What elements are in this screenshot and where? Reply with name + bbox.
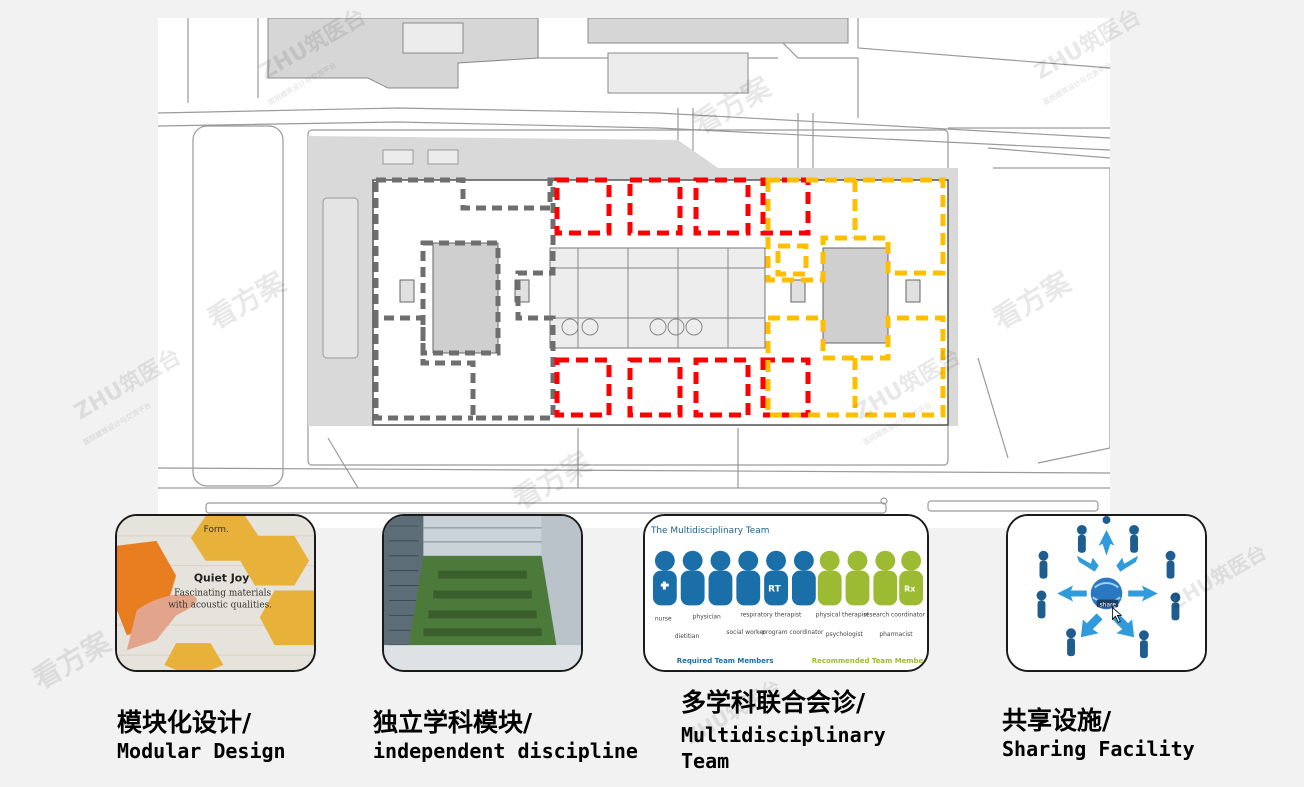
- watermark-text: 看方案: [27, 625, 117, 696]
- label-psychologist: psychologist: [826, 631, 864, 638]
- panel-subtitle-line1: Fascinating materials: [174, 588, 271, 598]
- modular-design-image: Form. Quiet Joy Fascinating materials wi…: [115, 514, 316, 672]
- label-social-worker: social worker: [726, 629, 766, 636]
- caption-independent-discipline: 独立学科模块/ independent discipline: [373, 708, 638, 764]
- caption-independent-discipline-zh: 独立学科模块/: [373, 708, 533, 737]
- caption-independent-discipline-en: independent discipline: [373, 739, 638, 763]
- caption-sharing-facility-en: Sharing Facility: [1002, 737, 1195, 761]
- label-pharmacist: pharmacist: [879, 631, 913, 638]
- watermark-sub: 医院建筑设计与交流平台: [82, 400, 153, 446]
- label-physical-therapist: physical therapist: [816, 611, 870, 618]
- rx-icon-label: Rx: [904, 585, 915, 594]
- recommended-members-label: Recommended Team Members: [812, 657, 927, 665]
- rt-icon-label: RT: [768, 585, 781, 595]
- label-physician: physician: [693, 613, 721, 620]
- caption-modular-design-zh: 模块化设计/: [117, 708, 252, 737]
- caption-multidisciplinary-team-en1: Multidisciplinary: [681, 723, 886, 747]
- caption-sharing-facility-zh: 共享设施/: [1002, 706, 1112, 735]
- panel-title-text: Quiet Joy: [194, 572, 249, 585]
- site-plan: [158, 18, 1110, 528]
- multidisciplinary-team-image: The Multidisciplinary Team RT Rx nurse p…: [643, 514, 929, 672]
- panel-brand-text: Form.: [204, 525, 229, 535]
- share-badge: share: [1100, 601, 1117, 608]
- caption-multidisciplinary-team-zh: 多学科联合会诊/: [681, 688, 866, 717]
- caption-modular-design-en: Modular Design: [117, 739, 286, 763]
- label-research-coordinator: research coordinator: [863, 611, 925, 618]
- caption-modular-design: 模块化设计/ Modular Design: [117, 708, 286, 764]
- cursor-hand-icon: [1112, 606, 1123, 623]
- required-members-label: Required Team Members: [677, 657, 774, 665]
- independent-discipline-image: [382, 514, 583, 672]
- panel-subtitle-line2: with acoustic qualities.: [168, 600, 272, 610]
- label-program-coordinator: program coordinator: [762, 629, 824, 636]
- caption-multidisciplinary-team-en2: Team: [681, 749, 730, 773]
- caption-sharing-facility: 共享设施/ Sharing Facility: [1002, 706, 1195, 762]
- caption-multidisciplinary-team: 多学科联合会诊/ Multidisciplinary Team: [681, 688, 886, 774]
- sharing-facility-image: share: [1006, 514, 1207, 672]
- label-dietitian: dietitian: [675, 633, 700, 640]
- team-title: The Multidisciplinary Team: [650, 526, 769, 536]
- label-nurse: nurse: [655, 615, 672, 622]
- people-icons: [1036, 516, 1181, 659]
- label-respiratory-therapist: respiratory therapist: [740, 611, 802, 618]
